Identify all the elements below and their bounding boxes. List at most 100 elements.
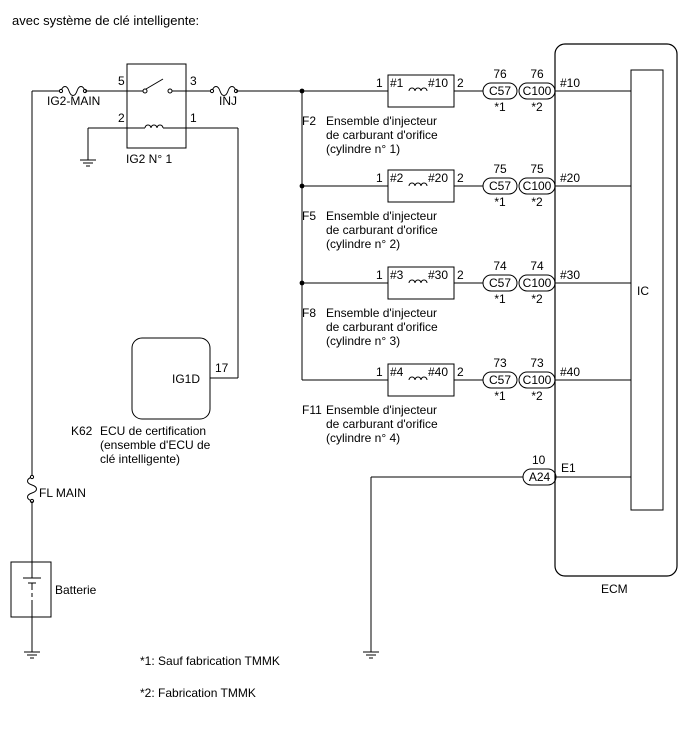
- injector-1-c57-note: *1: [494, 100, 506, 114]
- injector-2-coil: [408, 182, 428, 187]
- injector-4-c100-label: C100: [523, 373, 552, 387]
- injector-1-name-line1: Ensemble d'injecteur: [326, 114, 437, 128]
- injector-1-coil: [408, 87, 428, 92]
- injector-1-ecm-terminal: #10: [560, 76, 580, 90]
- injector-3-pin-in: 1: [376, 268, 383, 282]
- injector-3-c57-label: C57: [489, 276, 511, 290]
- injector-4-ecm-terminal: #40: [560, 365, 580, 379]
- injector-4-coil-left-label: #4: [390, 365, 404, 379]
- injector-1-box: [387, 74, 455, 108]
- injector-1-pin-in: 1: [376, 76, 383, 90]
- ecm-ic-block: [630, 69, 664, 511]
- injector-3-c100-note: *2: [531, 292, 543, 306]
- injector-3-c57-pin: 74: [493, 259, 507, 273]
- diagram-title: avec système de clé intelligente:: [12, 13, 199, 28]
- injector-1-c100-label: C100: [523, 84, 552, 98]
- ig2-relay: [126, 63, 187, 149]
- injector-2-c100-label: C100: [523, 179, 552, 193]
- injector-1-coil-right-label: #10: [428, 76, 448, 90]
- injector-1-coil-left-label: #1: [390, 76, 404, 90]
- injector-2-coil-right-label: #20: [428, 171, 448, 185]
- injector-3-coil: [408, 279, 428, 284]
- injector-4-c57-note: *1: [494, 389, 506, 403]
- relay-pin-5: 5: [118, 74, 125, 88]
- injector-3-name-line1: Ensemble d'injecteur: [326, 306, 437, 320]
- injector-2-pin-out: 2: [457, 171, 464, 185]
- relay-pin-1: 1: [190, 111, 197, 125]
- injector-3-box: [387, 266, 455, 300]
- injector-1-name-line3: (cylindre n° 1): [326, 142, 400, 156]
- injector-2-coil-left-label: #2: [390, 171, 404, 185]
- e1-pin: 10: [532, 453, 546, 467]
- injector-3-coil-left-label: #3: [390, 268, 404, 282]
- injector-1-c57-connector: [482, 82, 518, 100]
- k62-pin: 17: [215, 361, 229, 375]
- injector-3-c57-note: *1: [494, 292, 506, 306]
- injector-2-ref: F5: [302, 209, 316, 223]
- injector-3-name-line2: de carburant d'orifice: [326, 320, 438, 334]
- injector-1-pin-out: 2: [457, 76, 464, 90]
- injector-4-name-line1: Ensemble d'injecteur: [326, 403, 437, 417]
- a24-connector-label: A24: [529, 470, 551, 484]
- injector-4-c100-note: *2: [531, 389, 543, 403]
- injector-3-name-line3: (cylindre n° 3): [326, 334, 400, 348]
- injector-4-coil-right-label: #40: [428, 365, 448, 379]
- battery-symbol: [10, 561, 52, 659]
- ig2-main-fuse-label: IG2-MAIN: [47, 94, 100, 108]
- a24-connector: [522, 468, 557, 486]
- injector-4-box: [387, 363, 455, 397]
- injector-2-c57-pin: 75: [493, 162, 507, 176]
- relay-name: IG2 N° 1: [126, 152, 172, 166]
- injector-1-c57-pin: 76: [493, 67, 507, 81]
- k62-name-line2: (ensemble d'ECU de: [100, 438, 211, 452]
- injector-2-pin-in: 1: [376, 171, 383, 185]
- ecm-label: ECM: [601, 582, 628, 596]
- note-1: *1: Sauf fabrication TMMK: [140, 654, 280, 668]
- injector-4-c57-label: C57: [489, 373, 511, 387]
- injector-4-name-line2: de carburant d'orifice: [326, 417, 438, 431]
- injector-4-c57-pin: 73: [493, 356, 507, 370]
- injector-2-name-line2: de carburant d'orifice: [326, 223, 438, 237]
- fl-main-fuse-label: FL MAIN: [39, 486, 86, 500]
- k62-ecu-box: [131, 337, 211, 420]
- relay-pin-3: 3: [190, 74, 197, 88]
- injector-2-c100-note: *2: [531, 195, 543, 209]
- injector-1-c100-pin: 76: [530, 67, 544, 81]
- injector-3-pin-out: 2: [457, 268, 464, 282]
- ecm-box: [554, 43, 678, 577]
- injector-2-name-line3: (cylindre n° 2): [326, 237, 400, 251]
- injector-3-ref: F8: [302, 306, 316, 320]
- k62-name-line1: ECU de certification: [100, 424, 206, 438]
- injector-2-c57-note: *1: [494, 195, 506, 209]
- injector-1-c57-label: C57: [489, 84, 511, 98]
- injector-4-coil: [408, 376, 428, 381]
- k62-terminal-ig1d: IG1D: [172, 372, 200, 386]
- injector-3-c100-pin: 74: [530, 259, 544, 273]
- injector-4-c57-connector: [482, 371, 518, 389]
- injector-2-c57-label: C57: [489, 179, 511, 193]
- relay-pin-2: 2: [118, 111, 125, 125]
- ecm-terminal-e1: E1: [561, 461, 576, 475]
- k62-name-line3: clé intelligente): [100, 452, 180, 466]
- injector-1-c100-note: *2: [531, 100, 543, 114]
- injector-3-ecm-terminal: #30: [560, 268, 580, 282]
- injector-4-c100-pin: 73: [530, 356, 544, 370]
- e1-ground-wiring: [363, 476, 631, 659]
- injector-2-name-line1: Ensemble d'injecteur: [326, 209, 437, 223]
- injector-3-c100-label: C100: [523, 276, 552, 290]
- injector-4-pin-out: 2: [457, 365, 464, 379]
- ecm-ic-label: IC: [637, 284, 649, 298]
- injector-1-ref: F2: [302, 114, 316, 128]
- injector-4-pin-in: 1: [376, 365, 383, 379]
- inj-fuse-label: INJ: [219, 94, 237, 108]
- injector-4-ref: F11: [302, 403, 322, 417]
- k62-ref: K62: [71, 424, 93, 438]
- injector-2-box: [387, 169, 455, 203]
- injector-2-c100-pin: 75: [530, 162, 544, 176]
- injector-2-c57-connector: [482, 177, 518, 195]
- battery-label: Batterie: [55, 583, 97, 597]
- injector-1-name-line2: de carburant d'orifice: [326, 128, 438, 142]
- injector-4-name-line3: (cylindre n° 4): [326, 431, 400, 445]
